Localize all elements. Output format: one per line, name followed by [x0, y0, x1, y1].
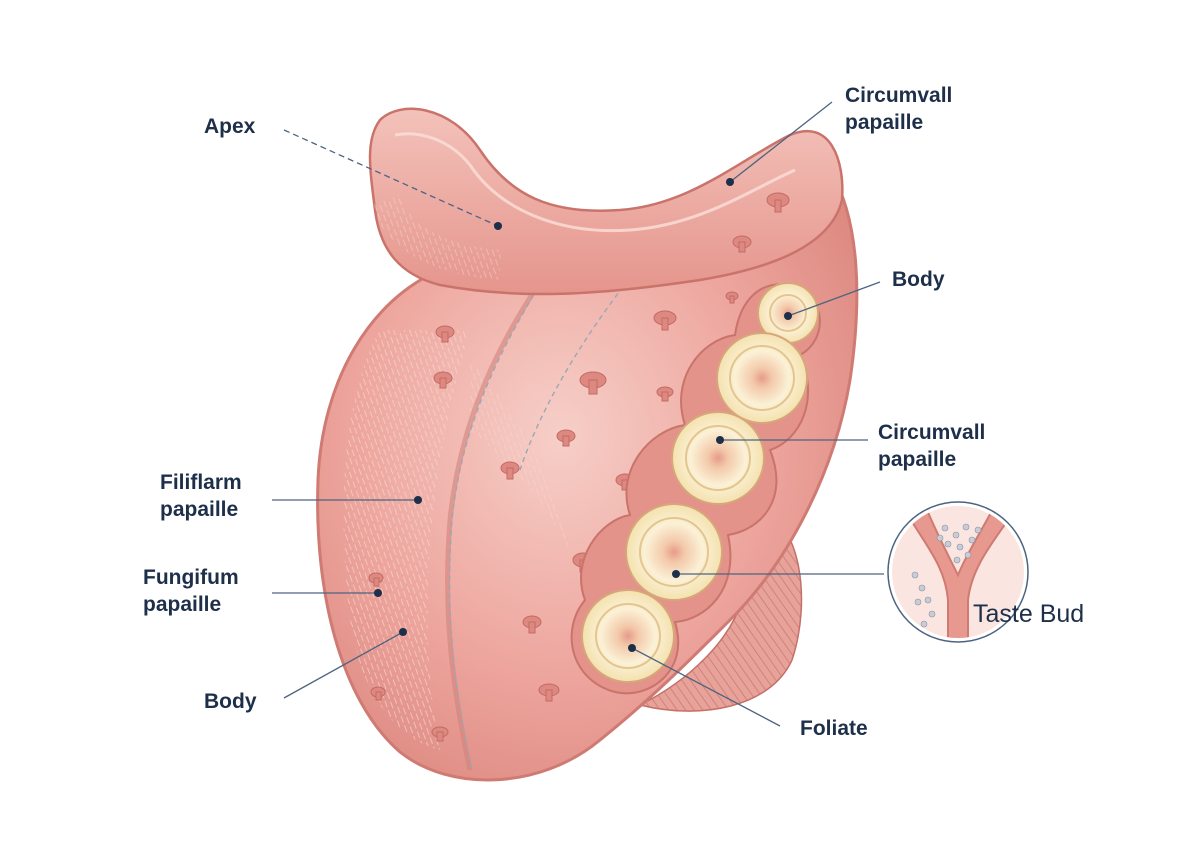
label-body-top-text: Body: [892, 268, 945, 291]
label-body-bottom-text: Body: [204, 690, 257, 713]
tongue-apex-curl: [368, 107, 844, 296]
filiform-texture: [343, 330, 470, 750]
label-circumvall-mid: Circumvall papaille: [878, 419, 985, 473]
leader-lines: [272, 101, 884, 727]
label-filiform-line2: papaille: [160, 498, 239, 521]
label-circumvall-mid-line2: papaille: [878, 448, 957, 471]
label-filiform: Filiflarm papaille: [160, 469, 242, 523]
label-circumvall-top: Circumvall papaille: [845, 82, 952, 136]
label-fungiform-line2: papaille: [143, 593, 222, 616]
label-taste-bud: Taste Bud: [973, 600, 1085, 628]
label-foliate-text: Foliate: [800, 717, 868, 740]
taste-bud-inset: [887, 501, 1029, 643]
label-circumvall-mid-line1: Circumvall: [878, 421, 986, 444]
label-fungiform-line1: Fungifum: [143, 566, 239, 589]
label-fungiform: Fungifum papaille: [143, 564, 239, 618]
median-sulcus: [445, 273, 548, 771]
label-apex-text: Apex: [204, 115, 256, 138]
label-body-bottom: Body: [204, 688, 257, 715]
leader-dots: [374, 178, 792, 652]
label-filiform-line1: Filiflarm: [160, 471, 242, 494]
label-apex: Apex: [204, 113, 255, 140]
label-circumvall-top-line1: Circumvall: [845, 84, 953, 107]
circumvallate-papillae: [581, 282, 819, 683]
label-circumvall-top-line2: papaille: [845, 111, 924, 134]
label-foliate: Foliate: [800, 715, 868, 742]
label-body-top: Body: [892, 266, 945, 293]
